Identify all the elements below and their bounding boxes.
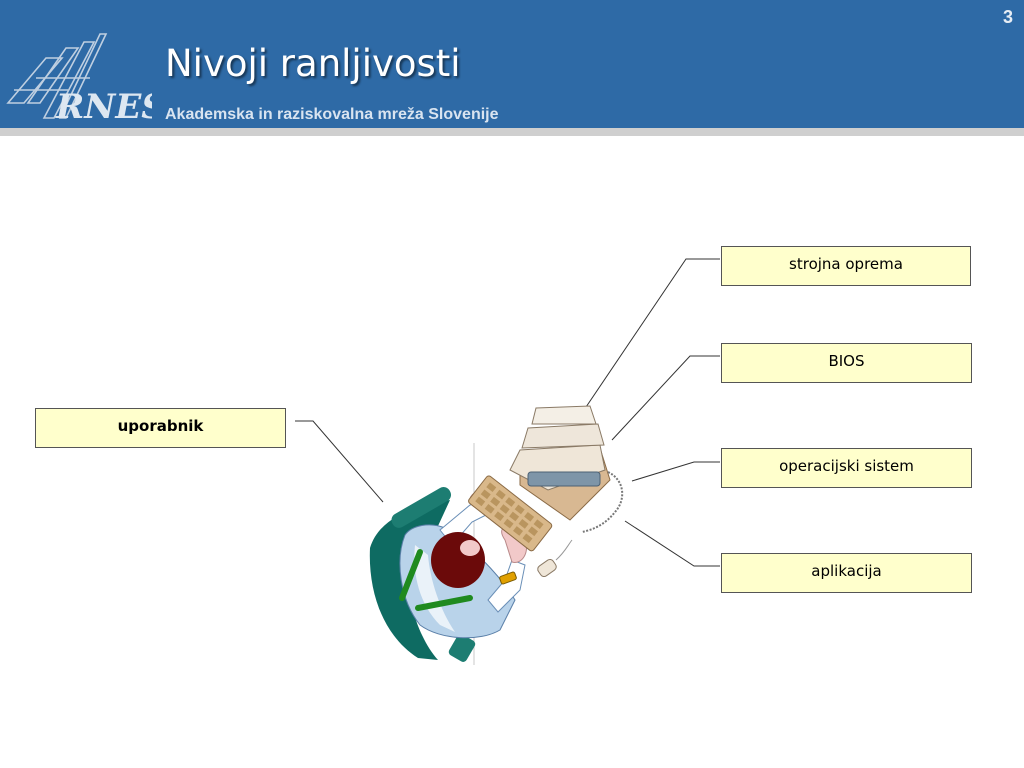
label-bios: BIOS <box>721 343 972 383</box>
connector-bios <box>611 355 720 441</box>
connector-hardware <box>583 258 720 411</box>
person-at-computer-icon <box>369 405 624 662</box>
connector-applications <box>624 520 720 567</box>
label-applications: aplikacija <box>721 553 972 593</box>
header-divider <box>0 128 1024 136</box>
connector-user <box>295 420 384 503</box>
arnes-logo-icon: RNES <box>6 33 152 124</box>
connector-os <box>631 461 720 482</box>
slide-number: 3 <box>1002 7 1013 27</box>
slide-title: Nivoji ranljivosti <box>165 42 461 85</box>
label-hardware: strojna oprema <box>721 246 971 286</box>
svg-text:RNES: RNES <box>55 87 152 124</box>
label-user: uporabnik <box>35 408 286 448</box>
slide-header: RNES Nivoji ranljivosti Akademska in raz… <box>0 0 1024 128</box>
label-operating-system: operacijski sistem <box>721 448 972 488</box>
slide-subtitle: Akademska in raziskovalna mreža Slovenij… <box>165 106 499 123</box>
